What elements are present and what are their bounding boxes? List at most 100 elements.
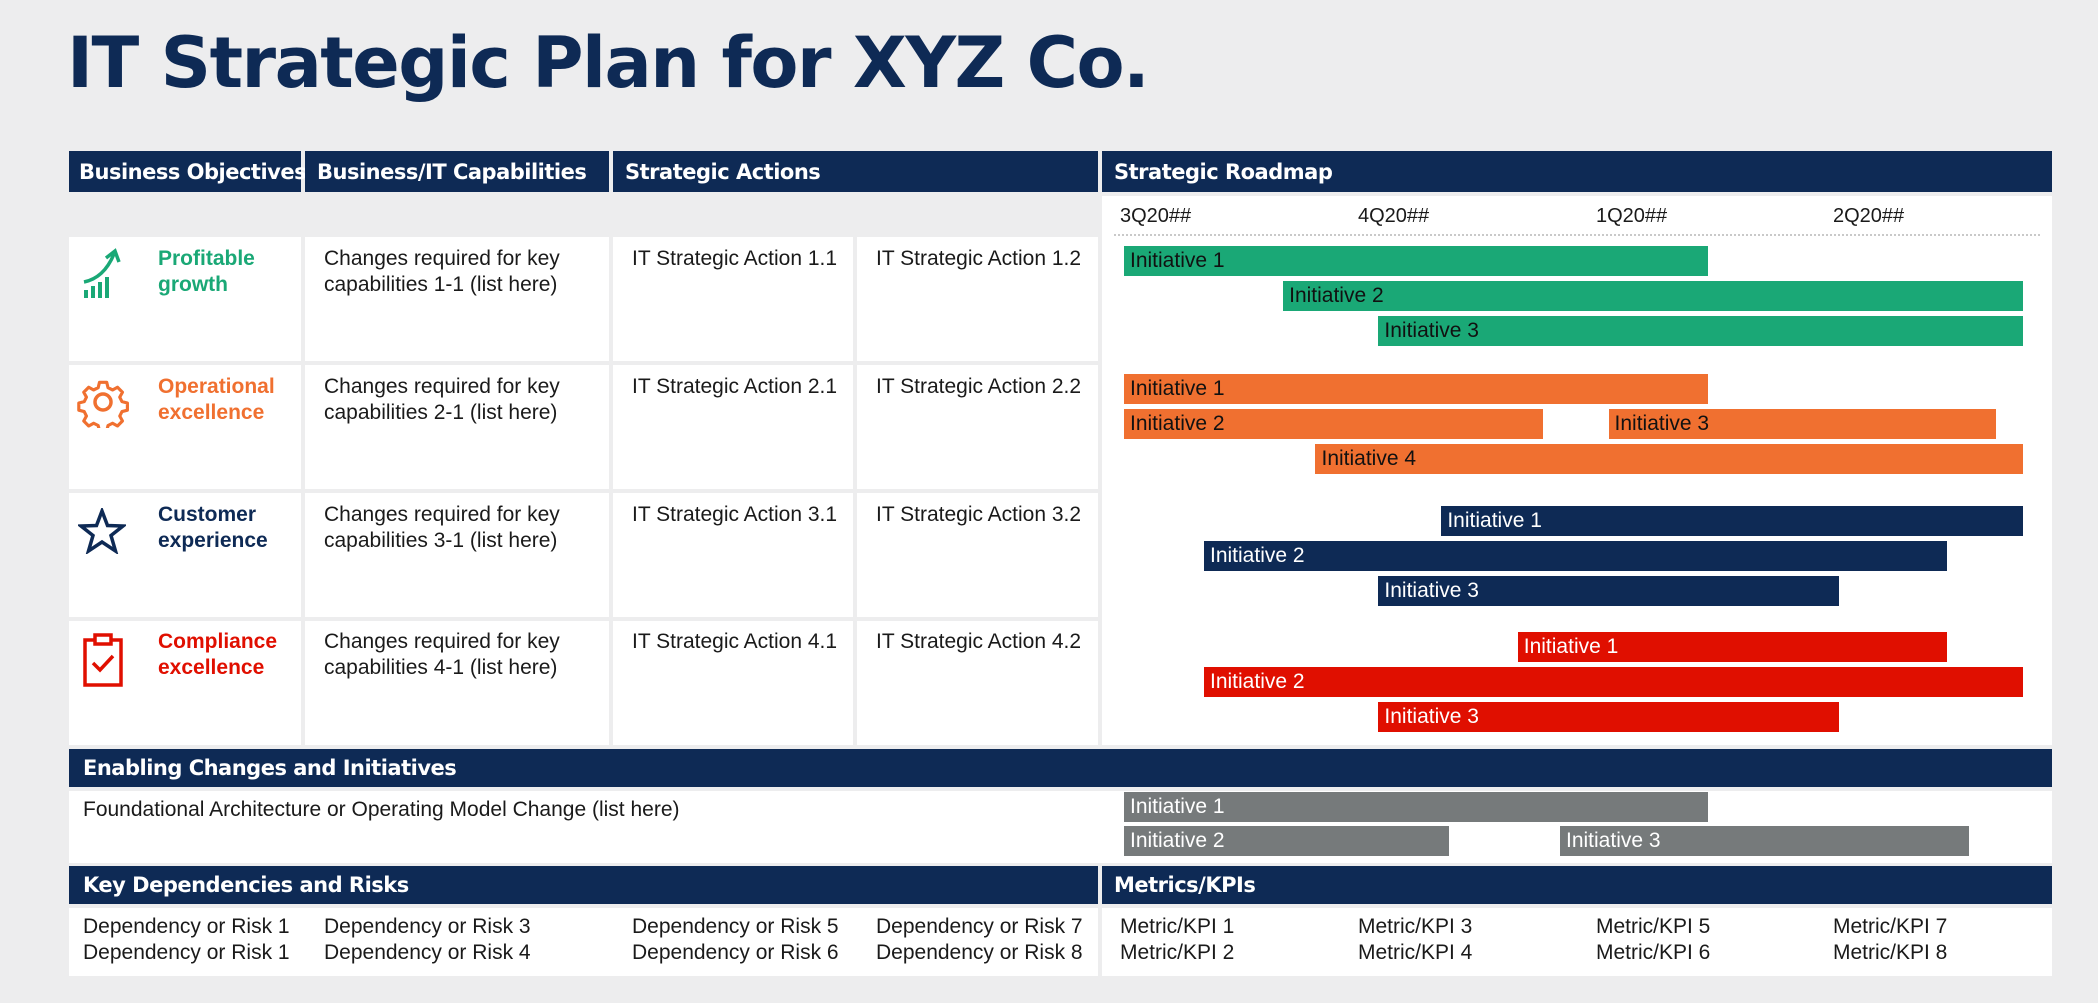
objective-cell <box>69 493 301 617</box>
capability-text: Changes required for key capabilities 4-… <box>324 629 560 681</box>
metrics-row <box>1102 908 2052 976</box>
capability-line: Changes required for key <box>324 375 560 398</box>
page-title: IT Strategic Plan for XYZ Co. <box>67 22 1150 104</box>
quarter-label: 1Q20## <box>1596 205 1668 227</box>
strategic-action: IT Strategic Action 1.2 <box>876 247 1082 270</box>
initiative-bar: Initiative 2 <box>1204 541 1947 571</box>
enabling-text: Foundational Architecture or Operating M… <box>83 798 680 821</box>
dependency-item: Dependency or Risk 3 <box>324 915 531 938</box>
metric-item: Metric/KPI 1 <box>1120 915 1235 938</box>
header-dependencies: Key Dependencies and Risks <box>69 866 1098 904</box>
metric-column: Metric/KPI 7 Metric/KPI 8 <box>1833 914 1947 966</box>
dependency-item: Dependency or Risk 4 <box>324 941 531 964</box>
strategic-action: IT Strategic Action 2.1 <box>632 375 838 398</box>
dependency-column: Dependency or Risk 1 Dependency or Risk … <box>83 914 290 966</box>
initiative-bar: Initiative 3 <box>1608 409 1997 439</box>
initiative-bar: Initiative 1 <box>1441 506 2023 536</box>
capability-line: Changes required for key <box>324 247 560 270</box>
metric-column: Metric/KPI 1 Metric/KPI 2 <box>1120 914 1234 966</box>
objective-label-line: growth <box>158 273 228 296</box>
dependency-item: Dependency or Risk 1 <box>83 915 290 938</box>
objective-label-line: experience <box>158 529 268 552</box>
objective-label-line: excellence <box>158 401 265 424</box>
capability-line: capabilities 4-1 (list here) <box>324 656 558 679</box>
objective-label-line: excellence <box>158 656 265 679</box>
strategic-action: IT Strategic Action 4.1 <box>632 630 838 653</box>
dependency-column: Dependency or Risk 5 Dependency or Risk … <box>632 914 839 966</box>
strategic-action: IT Strategic Action 3.1 <box>632 503 838 526</box>
initiative-bar: Initiative 2 <box>1124 409 1543 439</box>
initiative-bar: Initiative 3 <box>1560 826 1970 856</box>
metric-item: Metric/KPI 4 <box>1358 941 1473 964</box>
metric-item: Metric/KPI 7 <box>1833 915 1948 938</box>
capability-line: capabilities 2-1 (list here) <box>324 401 558 424</box>
capability-text: Changes required for key capabilities 1-… <box>324 246 560 298</box>
header-strategic-actions: Strategic Actions <box>613 151 1098 192</box>
dependency-item: Dependency or Risk 5 <box>632 915 839 938</box>
metric-item: Metric/KPI 3 <box>1358 915 1473 938</box>
dependencies-row <box>69 908 1098 976</box>
strategic-action: IT Strategic Action 1.1 <box>632 247 838 270</box>
header-strategic-roadmap: Strategic Roadmap <box>1102 151 2052 192</box>
initiative-bar: Initiative 1 <box>1124 374 1709 404</box>
objective-label: Customer experience <box>158 502 268 554</box>
capability-text: Changes required for key capabilities 2-… <box>324 374 560 426</box>
initiative-bar: Initiative 1 <box>1124 792 1709 822</box>
capability-cell <box>305 365 609 489</box>
strategic-action: IT Strategic Action 4.2 <box>876 630 1082 653</box>
objective-label: Profitable growth <box>158 246 255 298</box>
action-cell <box>613 365 853 489</box>
capability-line: Changes required for key <box>324 630 560 653</box>
objective-label-line: Compliance <box>158 630 278 653</box>
metric-item: Metric/KPI 8 <box>1833 941 1948 964</box>
objective-label-line: Operational <box>158 375 275 398</box>
objective-label: Operational excellence <box>158 374 275 426</box>
metric-item: Metric/KPI 2 <box>1120 941 1235 964</box>
header-metrics: Metrics/KPIs <box>1102 866 2052 904</box>
capability-cell <box>305 493 609 617</box>
dependency-item: Dependency or Risk 1 <box>83 941 290 964</box>
initiative-bar: Initiative 2 <box>1204 667 2023 697</box>
action-cell <box>857 237 1098 361</box>
initiative-bar: Initiative 1 <box>1517 632 1947 662</box>
dependency-item: Dependency or Risk 7 <box>876 915 1083 938</box>
action-cell <box>613 621 853 745</box>
dependency-column: Dependency or Risk 3 Dependency or Risk … <box>324 914 531 966</box>
header-enabling-changes: Enabling Changes and Initiatives <box>69 749 2052 787</box>
capability-line: Changes required for key <box>324 503 560 526</box>
star-icon <box>78 508 126 554</box>
initiative-bar: Initiative 3 <box>1378 316 2023 346</box>
initiative-bar: Initiative 3 <box>1378 702 1839 732</box>
capability-text: Changes required for key capabilities 3-… <box>324 502 560 554</box>
action-cell <box>857 365 1098 489</box>
metric-column: Metric/KPI 5 Metric/KPI 6 <box>1596 914 1710 966</box>
dependency-item: Dependency or Risk 8 <box>876 941 1083 964</box>
initiative-bar: Initiative 3 <box>1378 576 1839 606</box>
header-business-objectives: Business Objectives <box>69 151 307 192</box>
initiative-bar: Initiative 2 <box>1283 281 2023 311</box>
growth-chart-icon <box>82 248 124 300</box>
capability-line: capabilities 3-1 (list here) <box>324 529 558 552</box>
initiative-bar: Initiative 4 <box>1315 444 2023 474</box>
gear-icon <box>77 376 129 428</box>
metric-item: Metric/KPI 6 <box>1596 941 1711 964</box>
action-cell <box>857 621 1098 745</box>
dependency-column: Dependency or Risk 7 Dependency or Risk … <box>876 914 1083 966</box>
quarter-label: 2Q20## <box>1833 205 1905 227</box>
objective-label-line: Customer <box>158 503 257 526</box>
metric-column: Metric/KPI 3 Metric/KPI 4 <box>1358 914 1472 966</box>
capability-line: capabilities 1-1 (list here) <box>324 273 558 296</box>
capability-cell <box>305 237 609 361</box>
header-capabilities: Business/IT Capabilities <box>305 151 609 192</box>
strategic-action: IT Strategic Action 3.2 <box>876 503 1082 526</box>
action-cell <box>613 493 853 617</box>
objective-label-line: Profitable <box>158 247 255 270</box>
quarter-divider <box>1114 234 2040 236</box>
action-cell <box>613 237 853 361</box>
strategic-action: IT Strategic Action 2.2 <box>876 375 1082 398</box>
capability-cell <box>305 621 609 745</box>
quarter-label: 4Q20## <box>1358 205 1430 227</box>
initiative-bar: Initiative 2 <box>1124 826 1450 856</box>
quarter-label: 3Q20## <box>1120 205 1192 227</box>
dependency-item: Dependency or Risk 6 <box>632 941 839 964</box>
